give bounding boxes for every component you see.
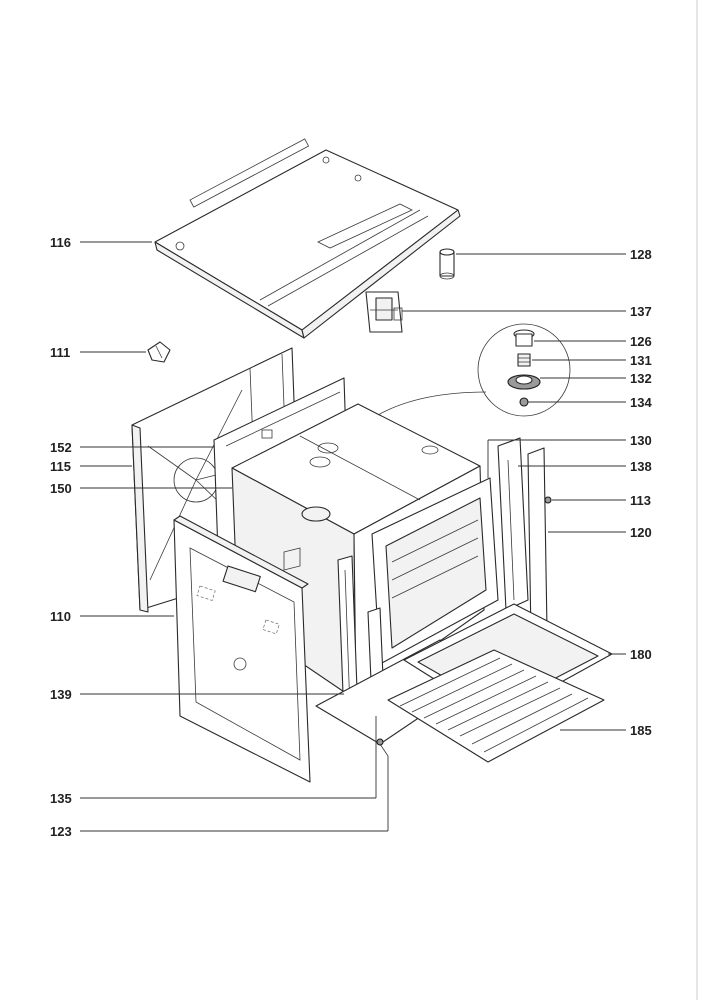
part-185-wire-rack — [387, 649, 605, 763]
part-128-cylinder — [439, 248, 455, 280]
label-139: 139 — [50, 687, 72, 702]
label-138: 138 — [630, 459, 652, 474]
label-111: 111 — [50, 345, 70, 360]
label-134: 134 — [630, 395, 652, 410]
label-185: 185 — [630, 723, 652, 738]
part-110-oven-door — [173, 515, 311, 783]
label-110: 110 — [50, 609, 71, 624]
label-132: 132 — [630, 371, 652, 386]
label-150: 150 — [50, 481, 72, 496]
part-labels: 116 128 137 111 126 131 132 134 152 130 … — [50, 235, 652, 839]
label-180: 180 — [630, 647, 652, 662]
label-130: 130 — [630, 433, 652, 448]
label-128: 128 — [630, 247, 652, 262]
part-130-front-frame — [371, 477, 499, 665]
part-116-top-cover — [154, 138, 461, 339]
label-131: 131 — [630, 353, 652, 368]
label-120: 120 — [630, 525, 652, 540]
label-137: 137 — [630, 304, 652, 319]
leader-lines — [80, 241, 626, 832]
label-116: 116 — [50, 235, 71, 250]
label-135: 135 — [50, 791, 72, 806]
part-137-bracket — [365, 291, 403, 333]
part-111-clip — [147, 341, 171, 363]
lamp-assembly — [337, 323, 571, 451]
label-126: 126 — [630, 334, 652, 349]
label-123: 123 — [50, 824, 72, 839]
label-152: 152 — [50, 440, 72, 455]
label-113: 113 — [630, 493, 651, 508]
label-115: 115 — [50, 459, 71, 474]
